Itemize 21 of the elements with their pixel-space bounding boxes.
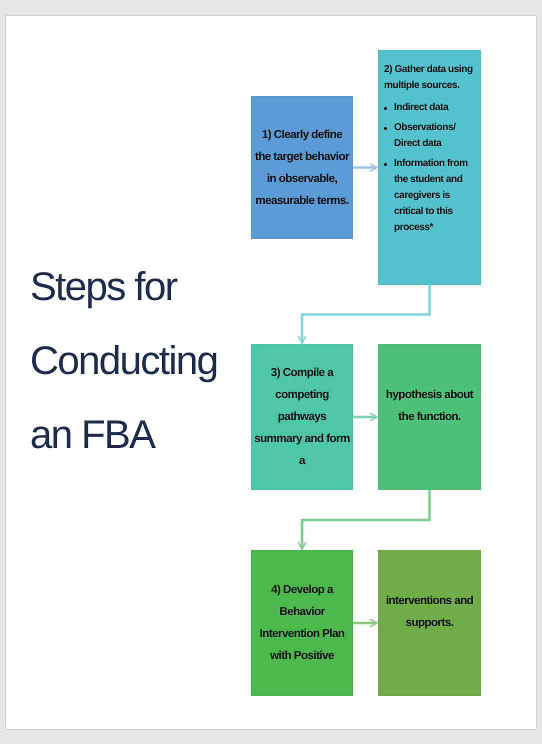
bullet-text: Observations/ Direct data — [394, 121, 457, 151]
slide-title: Steps for Conducting an FBA — [30, 264, 218, 459]
step-box — [378, 344, 481, 490]
bullet-text: Information from the student and caregivers is critical to this process* — [394, 157, 469, 235]
step-text: 3) Compile a competing pathways summary and form a — [254, 366, 350, 469]
arrow — [353, 618, 378, 628]
arrow — [353, 412, 378, 422]
arrow — [297, 490, 431, 550]
step-box — [378, 50, 481, 285]
step-box — [251, 96, 353, 239]
bullet-text: Indirect data — [394, 101, 448, 115]
step-text: 1) Clearly define the target behavior in observable, measurable terms. — [254, 128, 350, 208]
step-text: interventions and supports. — [384, 594, 474, 631]
step-text: 2) Gather data using multiple sources. — [384, 63, 474, 93]
arrow — [353, 162, 378, 172]
arrow — [297, 285, 431, 344]
step-text: 4) Develop a Behavior Intervention Plan with Positive — [258, 583, 346, 664]
step-text: hypothesis about the function. — [384, 388, 474, 425]
step-box — [378, 550, 481, 696]
step-box — [251, 344, 353, 490]
step-box — [251, 550, 353, 696]
